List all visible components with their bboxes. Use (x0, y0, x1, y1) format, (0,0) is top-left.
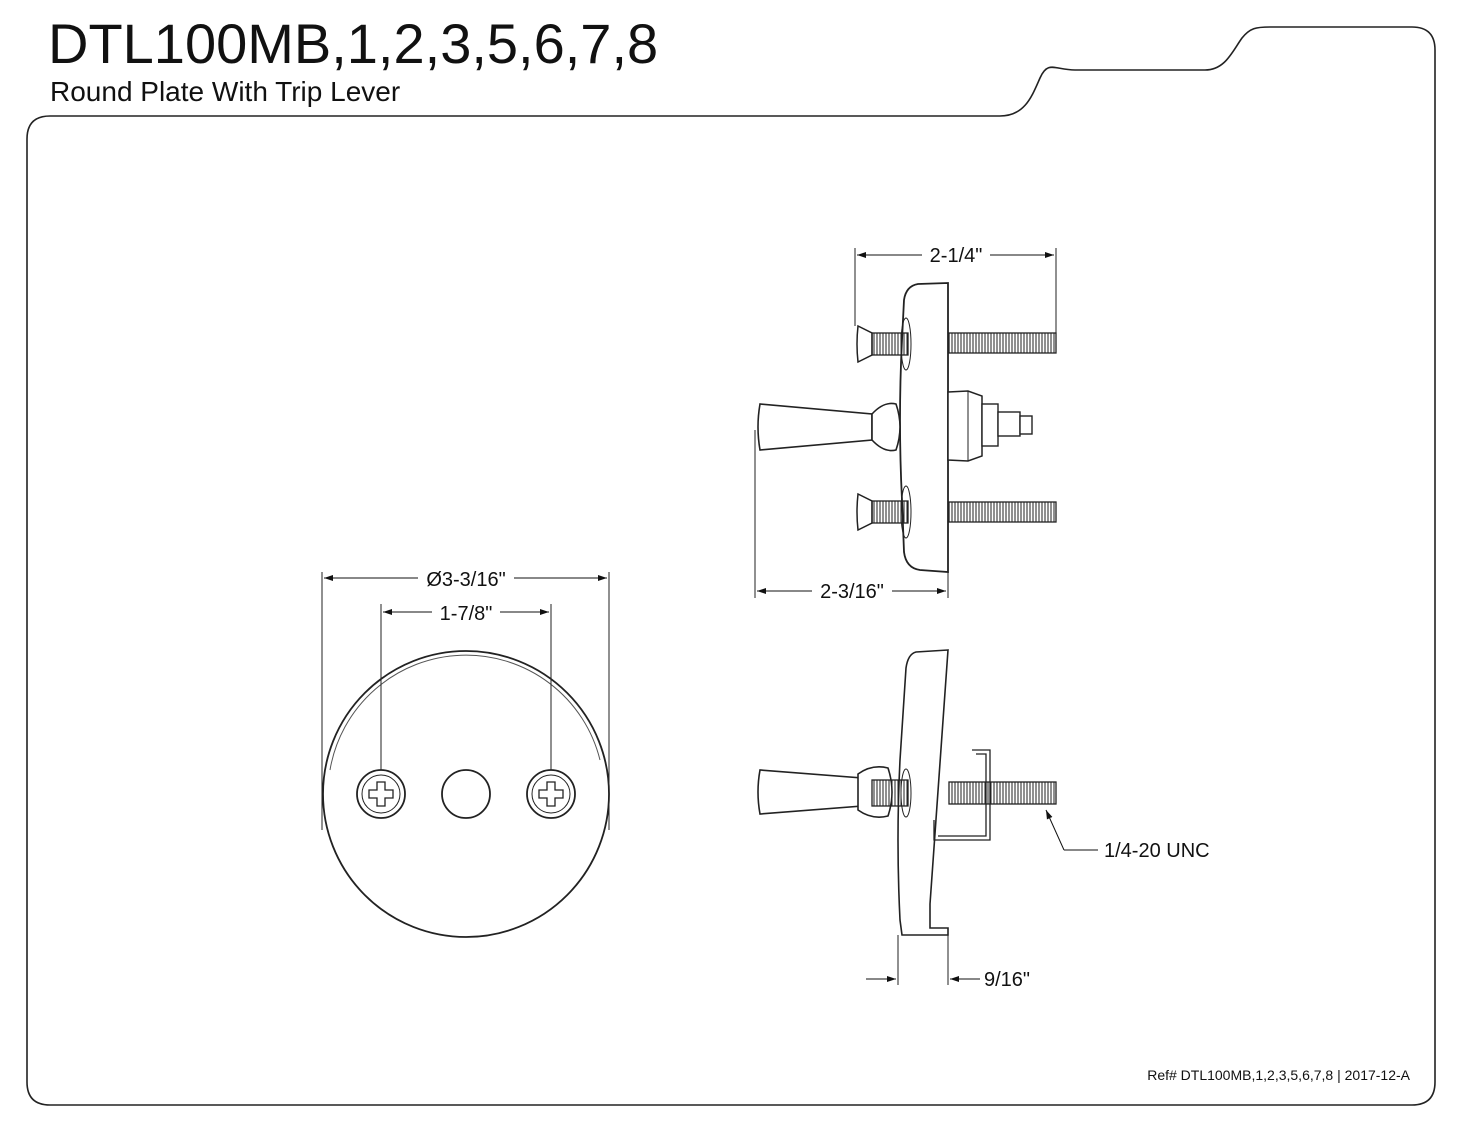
thread-callout: 1/4-20 UNC (1045, 809, 1210, 862)
page-subtitle: Round Plate With Trip Lever (50, 76, 401, 107)
trip-lever (757, 402, 901, 452)
side-view-section: 1/4-20 UNC 9/16" (757, 649, 1210, 991)
dimension-plate-diameter: Ø3-3/16" (321, 569, 610, 830)
side-depth-top-label: 2-1/4" (930, 245, 983, 267)
thread-spec-label: 1/4-20 UNC (1104, 840, 1210, 862)
upper-screw (856, 317, 1057, 371)
dimension-screw-spacing: 1-7/8" (380, 603, 552, 770)
left-screw-head (356, 769, 406, 819)
lever-hole (441, 769, 491, 819)
lower-screw (856, 485, 1057, 539)
right-screw-head (526, 769, 576, 819)
plate-diameter-label: Ø3-3/16" (426, 569, 505, 591)
side-depth-bottom-label: 2-3/16" (820, 581, 884, 603)
front-view: Ø3-3/16" 1-7/8" (321, 569, 610, 938)
side-view-assembly: 2-1/4" 2-3/16" (754, 245, 1057, 603)
round-plate (322, 650, 610, 938)
drawing-frame (26, 26, 1436, 1106)
section-trip-lever (757, 766, 912, 818)
threaded-rod (948, 781, 1057, 805)
plate-profile (899, 282, 949, 573)
screw-spacing-label: 1-7/8" (440, 603, 493, 625)
plate-thickness-label: 9/16" (984, 969, 1030, 991)
dimension-side-depth-bottom: 2-3/16" (754, 430, 949, 603)
dimension-plate-thickness: 9/16" (866, 935, 1030, 991)
dimension-side-depth-top: 2-1/4" (854, 245, 1057, 333)
mounting-bracket (933, 749, 991, 841)
page-title: DTL100MB,1,2,3,5,6,7,8 (48, 12, 659, 75)
rear-linkage (947, 390, 1033, 462)
reference-footnote: Ref# DTL100MB,1,2,3,5,6,7,8 | 2017-12-A (1147, 1067, 1410, 1083)
